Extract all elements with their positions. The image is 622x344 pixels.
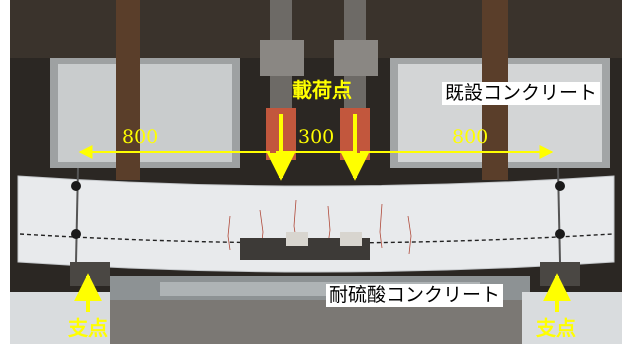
crack	[379, 203, 383, 249]
beam-test-photo	[10, 0, 622, 344]
support-right-label: 支点	[536, 316, 576, 340]
gauge-right-sensor	[555, 229, 565, 239]
center-gauge	[340, 232, 362, 246]
floor	[10, 300, 622, 344]
left-frame-column	[116, 0, 140, 180]
actuator-left-head	[260, 40, 304, 76]
center-instruments	[240, 238, 370, 260]
gauge-left-sensor	[71, 229, 81, 239]
acid-resistant-concrete-label: 耐硫酸コンクリート	[326, 284, 504, 307]
existing-concrete-label: 既設コンクリート	[442, 82, 601, 105]
span-center-label: 300	[298, 126, 335, 148]
center-gauge	[286, 232, 308, 246]
loading-points-label: 載荷点	[292, 78, 352, 102]
support-left-label: 支点	[68, 316, 108, 340]
gauge-left-sensor	[71, 181, 81, 191]
span-left-label: 800	[122, 126, 159, 148]
crack	[227, 215, 231, 251]
right-pedestal	[522, 292, 622, 344]
span-right-label: 800	[452, 126, 489, 148]
upper-wall	[10, 0, 622, 58]
crack	[407, 215, 412, 255]
actuator-right-head	[334, 40, 378, 76]
gauge-right-sensor	[555, 181, 565, 191]
concrete-beam	[17, 175, 615, 273]
